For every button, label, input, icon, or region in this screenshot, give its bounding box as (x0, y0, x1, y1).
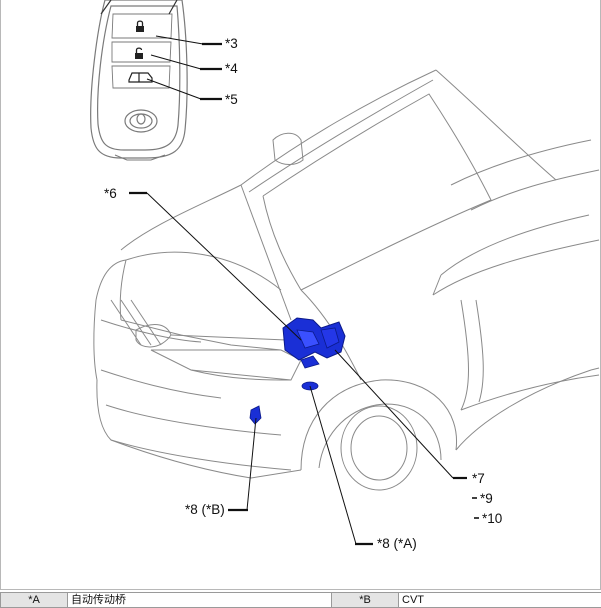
callout-6: *6 (104, 186, 117, 201)
parts-location-diagram: *3 *4 *5 *6 *7 *9 *10 *8 (*B) *8 (*A) (0, 0, 601, 590)
leader-lines (129, 36, 479, 544)
vehicle-outline (94, 70, 599, 490)
unlock-icon (135, 48, 143, 59)
legend-key-b: *B (332, 593, 399, 608)
callout-8-a: *8 (*A) (377, 536, 417, 551)
callout-5: *5 (225, 92, 238, 107)
lock-icon (136, 21, 144, 32)
callout-8-b: *8 (*B) (185, 502, 225, 517)
legend-key-a: *A (1, 593, 68, 608)
legend-value-a: 自动传动桥 (68, 593, 332, 608)
callout-3: *3 (225, 36, 238, 51)
back-door-icon (129, 73, 152, 82)
legend-row: *A 自动传动桥 *B CVT (1, 593, 601, 608)
callout-10: *10 (482, 511, 502, 526)
diagram-drawing: *3 *4 *5 *6 *7 *9 *10 *8 (*B) *8 (*A) (1, 0, 601, 590)
callout-9: *9 (480, 491, 493, 506)
callout-7: *7 (472, 471, 485, 486)
legend-value-b: CVT (399, 593, 601, 608)
callout-4: *4 (225, 61, 238, 76)
engine-room-component (283, 318, 345, 368)
